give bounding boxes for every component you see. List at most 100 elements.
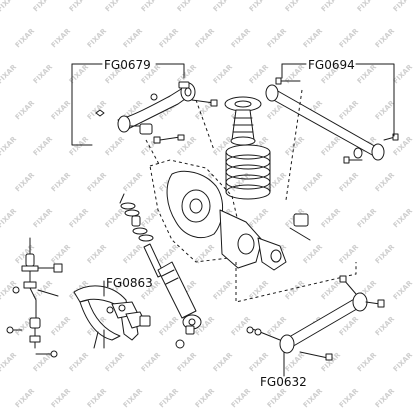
watermark-text: FIXAR xyxy=(176,351,199,374)
watermark-text: FIXAR xyxy=(86,27,109,50)
watermark-text: FIXAR xyxy=(140,0,163,13)
watermark-text: FIXAR xyxy=(392,207,415,230)
watermark-text: FIXAR xyxy=(302,387,325,410)
watermark-text: FIXAR xyxy=(122,387,145,410)
watermark-text: FIXAR xyxy=(14,171,37,194)
watermark-text: FIXAR xyxy=(212,351,235,374)
watermark-text: FIXAR xyxy=(86,171,109,194)
watermark-text: FIXAR xyxy=(32,207,55,230)
watermark-text: FIXAR xyxy=(374,243,397,266)
watermark-text: FIXAR xyxy=(266,387,289,410)
watermark-text: FIXAR xyxy=(392,351,415,374)
watermark-text: FIXAR xyxy=(86,387,109,410)
part-label-fg0863: FG0863 xyxy=(106,276,153,290)
watermark-text: FIXAR xyxy=(158,387,181,410)
watermark-text: FIXAR xyxy=(212,0,235,13)
watermark-text: FIXAR xyxy=(68,207,91,230)
watermark-text: FIXAR xyxy=(356,0,379,13)
watermark-text: FIXAR xyxy=(158,27,181,50)
watermark-text: FIXAR xyxy=(356,351,379,374)
watermark-text: FIXAR xyxy=(248,63,271,86)
watermark-text: FIXAR xyxy=(266,27,289,50)
watermark-text: FIXAR xyxy=(122,171,145,194)
watermark-text: FIXAR xyxy=(320,279,343,302)
watermark-text: FIXAR xyxy=(50,99,73,122)
watermark-text: FIXAR xyxy=(104,351,127,374)
stabilizer-bar-fg0863 xyxy=(73,285,151,349)
watermark-text: FIXAR xyxy=(248,207,271,230)
stabilizer-link xyxy=(6,237,63,358)
watermark-text: FIXAR xyxy=(86,99,109,122)
watermark-text: FIXAR xyxy=(320,135,343,158)
watermark-text: FIXAR xyxy=(122,243,145,266)
watermark-text: FIXAR xyxy=(0,135,19,158)
watermark-text: FIXAR xyxy=(230,387,253,410)
watermark-text: FIXAR xyxy=(302,27,325,50)
watermark-text: FIXAR xyxy=(302,171,325,194)
watermark-text: FIXAR xyxy=(248,0,271,13)
watermark-text: FIXAR xyxy=(320,207,343,230)
watermark-text: FIXAR xyxy=(0,207,19,230)
shock-absorber xyxy=(119,193,202,349)
watermark-text: FIXAR xyxy=(392,63,415,86)
watermark-text: FIXAR xyxy=(50,315,73,338)
upper-control-arm-fg0679 xyxy=(95,81,218,144)
watermark-text: FIXAR xyxy=(248,351,271,374)
watermark-text: FIXAR xyxy=(158,315,181,338)
bracket-fg0679 xyxy=(71,63,93,146)
lower-control-arm-fg0632 xyxy=(246,275,385,361)
watermark-text: FIXAR xyxy=(32,135,55,158)
watermark-text: FIXAR xyxy=(50,27,73,50)
coil-spring xyxy=(225,144,271,200)
watermark-text: FIXAR xyxy=(338,27,361,50)
watermark-text: FIXAR xyxy=(212,63,235,86)
watermark-text: FIXAR xyxy=(176,0,199,13)
part-label-fg0694: FG0694 xyxy=(308,58,355,72)
watermark-text: FIXAR xyxy=(68,0,91,13)
watermark-text: FIXAR xyxy=(194,387,217,410)
watermark-text: FIXAR xyxy=(0,63,19,86)
watermark-text: FIXAR xyxy=(158,243,181,266)
watermark-text: FIXAR xyxy=(68,135,91,158)
watermark-text: FIXAR xyxy=(50,387,73,410)
bump-stop-boot xyxy=(224,96,262,146)
watermark-text: FIXAR xyxy=(374,315,397,338)
watermark-text: FIXAR xyxy=(284,63,307,86)
watermark-text: FIXAR xyxy=(374,171,397,194)
watermark-text: FIXAR xyxy=(104,135,127,158)
watermark-text: FIXAR xyxy=(0,0,19,13)
watermark-text: FIXAR xyxy=(194,27,217,50)
lateral-rod-fg0694 xyxy=(265,77,399,164)
watermark-text: FIXAR xyxy=(338,387,361,410)
watermark-text: FIXAR xyxy=(230,171,253,194)
watermark-text: FIXAR xyxy=(338,171,361,194)
watermark-text: FIXAR xyxy=(374,99,397,122)
watermark-text: FIXAR xyxy=(14,387,37,410)
part-label-fg0679: FG0679 xyxy=(104,58,151,72)
watermark-text: FIXAR xyxy=(50,243,73,266)
watermark-text: FIXAR xyxy=(356,207,379,230)
watermark-text: FIXAR xyxy=(356,63,379,86)
watermark-text: FIXAR xyxy=(32,0,55,13)
watermark-text: FIXAR xyxy=(14,99,37,122)
watermark-text: FIXAR xyxy=(14,27,37,50)
watermark-text: FIXAR xyxy=(320,0,343,13)
watermark-text: FIXAR xyxy=(32,63,55,86)
watermark-text: FIXAR xyxy=(338,99,361,122)
watermark-text: FIXAR xyxy=(122,27,145,50)
watermark-text: FIXAR xyxy=(284,351,307,374)
watermark-text: FIXAR xyxy=(392,0,415,13)
watermark-text: FIXAR xyxy=(86,243,109,266)
watermark-text: FIXAR xyxy=(104,207,127,230)
watermark-text: FIXAR xyxy=(140,351,163,374)
watermark-text: FIXAR xyxy=(50,171,73,194)
watermark-text: FIXAR xyxy=(68,63,91,86)
watermark-text: FIXAR xyxy=(140,207,163,230)
watermark-text: FIXAR xyxy=(392,279,415,302)
watermark-text: FIXAR xyxy=(212,279,235,302)
watermark-text: FIXAR xyxy=(230,27,253,50)
part-label-fg0632: FG0632 xyxy=(260,375,307,389)
axle-housing xyxy=(149,159,311,271)
watermark-text: FIXAR xyxy=(374,27,397,50)
